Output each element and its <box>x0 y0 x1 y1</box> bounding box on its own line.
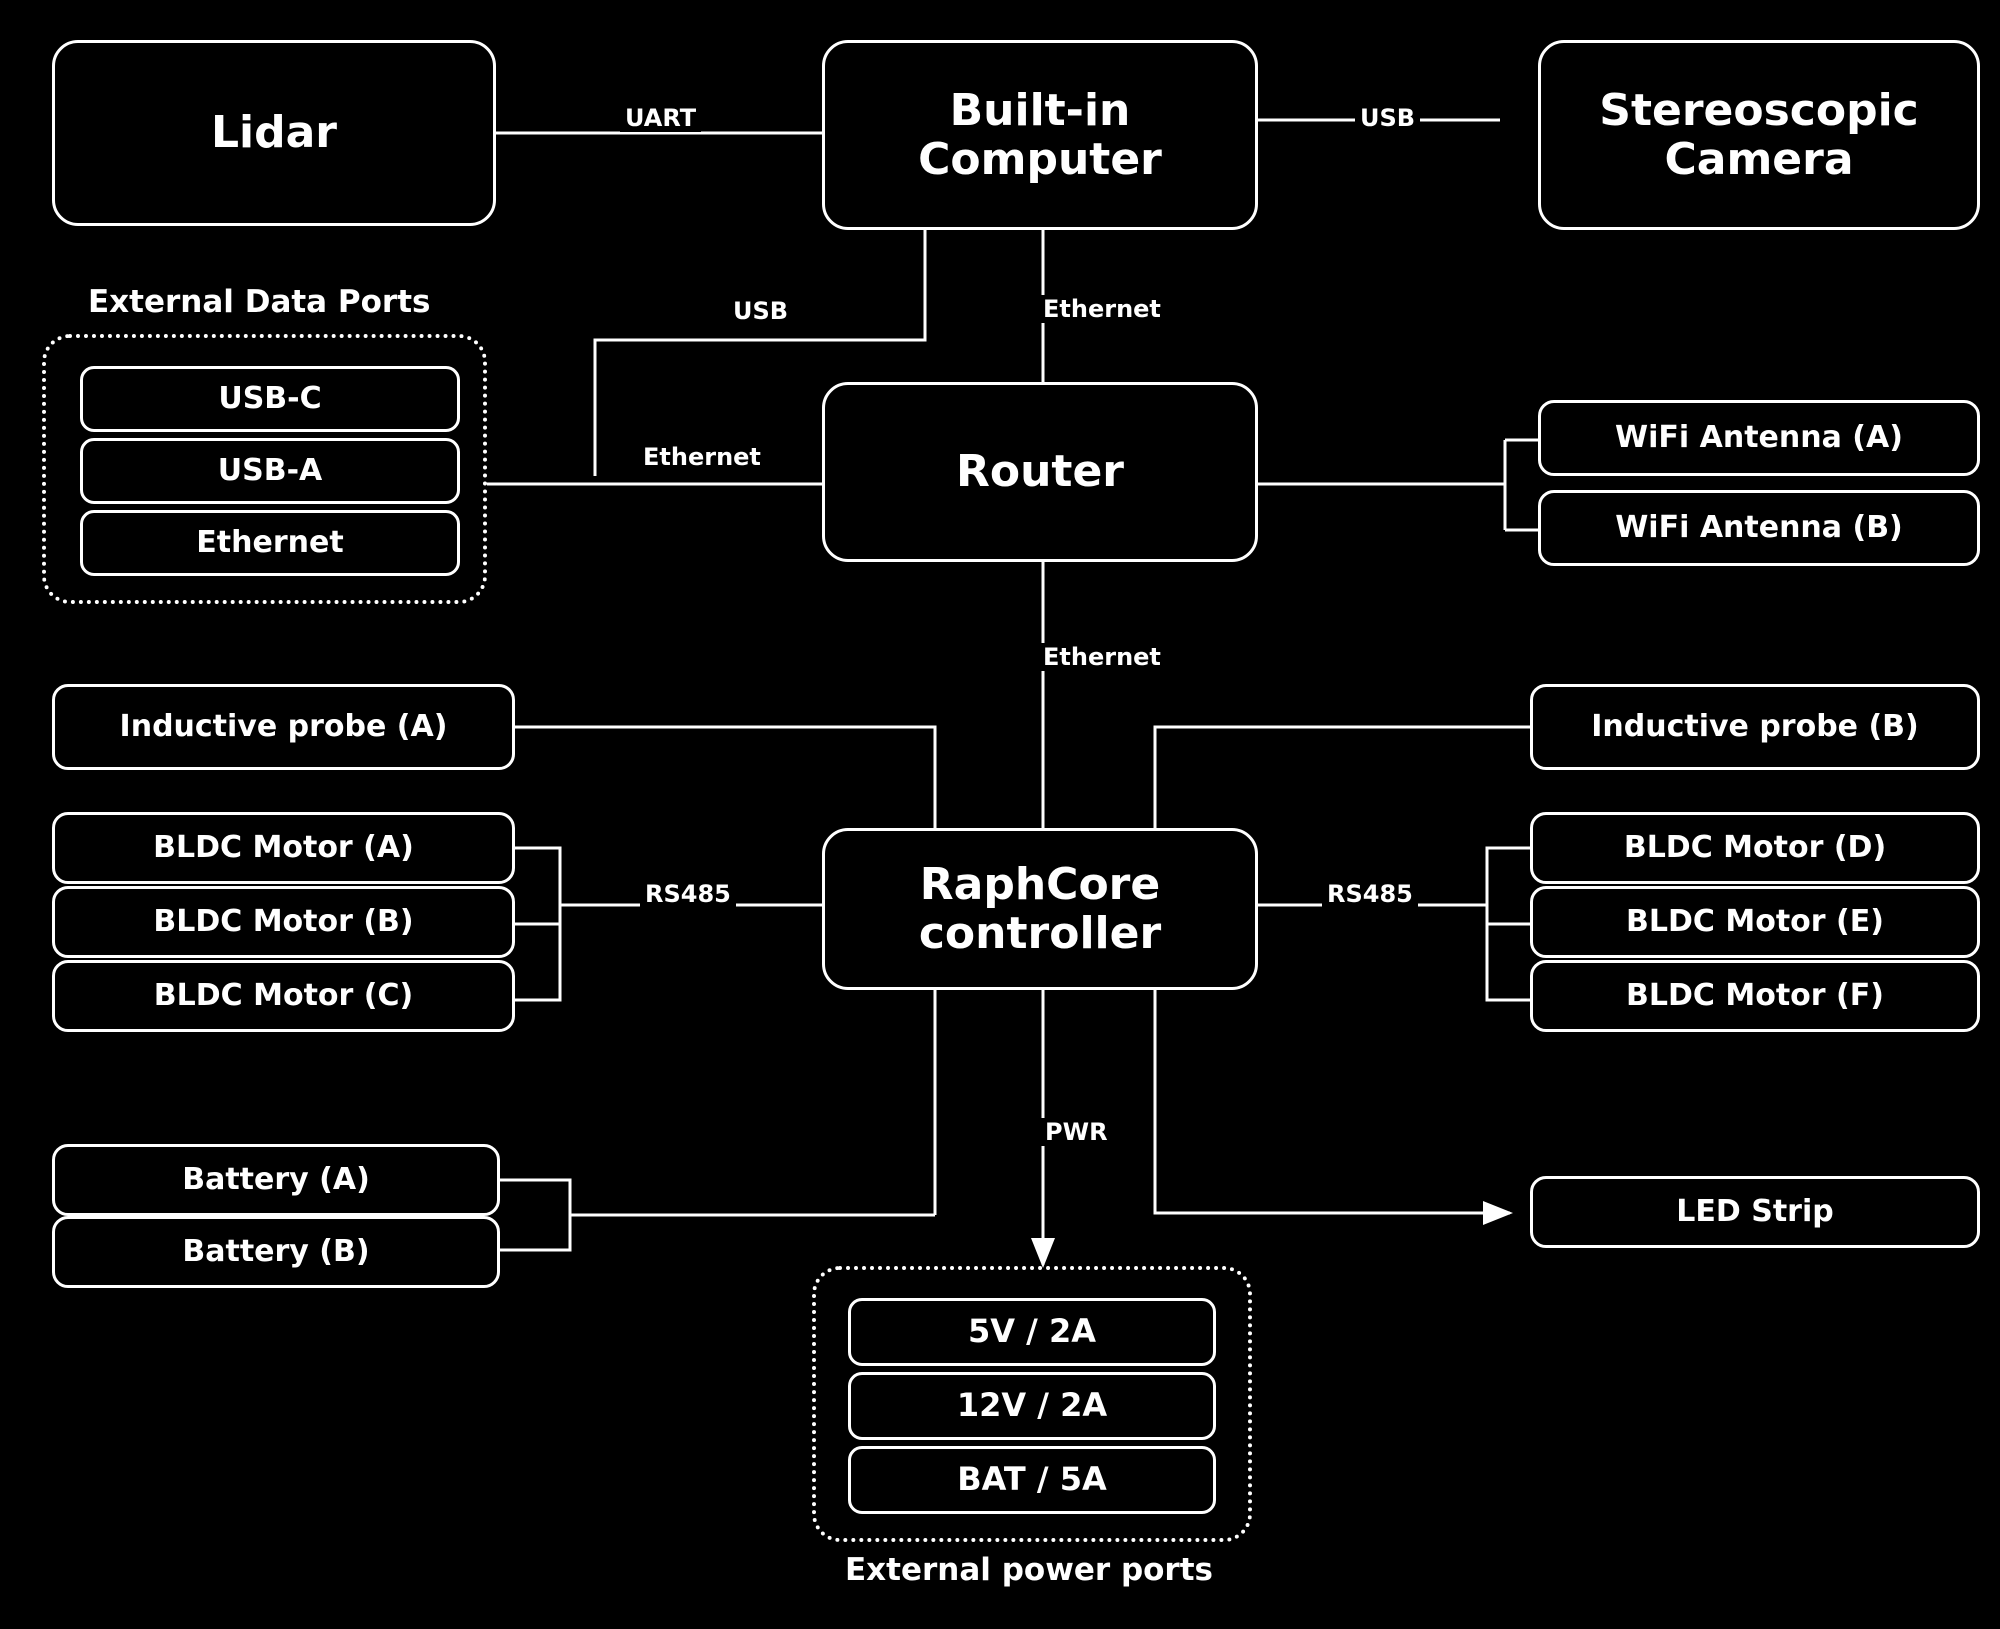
node-wifi-antenna-a-label: WiFi Antenna (A) <box>1615 420 1903 456</box>
edge-label-ethernet-router-controller: Ethernet <box>1038 643 1166 671</box>
port-ethernet-label: Ethernet <box>196 525 344 561</box>
node-bldc-motor-a-label: BLDC Motor (A) <box>153 830 414 866</box>
edge-label-uart: UART <box>620 104 702 132</box>
node-bldc-motor-c[interactable]: BLDC Motor (C) <box>52 960 515 1032</box>
port-usb-a[interactable]: USB-A <box>80 438 460 504</box>
wire-motors-right-bracket <box>1485 846 1530 1002</box>
node-raphcore-controller[interactable]: RaphCore controller <box>822 828 1258 990</box>
port-usb-c-label: USB-C <box>218 381 322 417</box>
node-led-strip-label: LED Strip <box>1676 1194 1834 1230</box>
node-bldc-motor-d[interactable]: BLDC Motor (D) <box>1530 812 1980 884</box>
node-stereoscopic-camera-label: Stereoscopic Camera <box>1599 84 1919 185</box>
wire-led-strip <box>1153 990 1513 1225</box>
power-port-5v-2a-label: 5V / 2A <box>967 1312 1097 1351</box>
edge-label-pwr: PWR <box>1040 1118 1113 1146</box>
node-bldc-motor-e-label: BLDC Motor (E) <box>1626 904 1884 940</box>
node-raphcore-controller-label: RaphCore controller <box>918 858 1162 959</box>
node-router-label: Router <box>955 446 1124 498</box>
node-bldc-motor-f-label: BLDC Motor (F) <box>1626 978 1884 1014</box>
edge-label-ethernet-dataports-router: Ethernet <box>638 443 766 471</box>
port-usb-a-label: USB-A <box>217 453 323 489</box>
wire-probe-a <box>515 725 937 828</box>
node-inductive-probe-a-label: Inductive probe (A) <box>119 709 448 745</box>
node-router[interactable]: Router <box>822 382 1258 562</box>
node-built-in-computer-label: Built-in Computer <box>918 84 1162 185</box>
node-inductive-probe-b[interactable]: Inductive probe (B) <box>1530 684 1980 770</box>
power-port-12v-2a[interactable]: 12V / 2A <box>848 1372 1216 1440</box>
edge-label-rs485-left: RS485 <box>640 880 736 908</box>
power-port-bat-5a-label: BAT / 5A <box>957 1460 1107 1499</box>
wire-probe-b <box>1153 725 1530 828</box>
port-ethernet[interactable]: Ethernet <box>80 510 460 576</box>
node-built-in-computer[interactable]: Built-in Computer <box>822 40 1258 230</box>
node-stereoscopic-camera[interactable]: Stereoscopic Camera <box>1538 40 1980 230</box>
power-port-12v-2a-label: 12V / 2A <box>956 1386 1108 1425</box>
node-bldc-motor-b[interactable]: BLDC Motor (B) <box>52 886 515 958</box>
node-bldc-motor-d-label: BLDC Motor (D) <box>1623 830 1887 866</box>
node-led-strip[interactable]: LED Strip <box>1530 1176 1980 1248</box>
edge-label-rs485-right: RS485 <box>1322 880 1418 908</box>
node-bldc-motor-e[interactable]: BLDC Motor (E) <box>1530 886 1980 958</box>
node-lidar[interactable]: Lidar <box>52 40 496 226</box>
node-battery-b[interactable]: Battery (B) <box>52 1216 500 1288</box>
node-wifi-antenna-b-label: WiFi Antenna (B) <box>1615 510 1903 546</box>
node-battery-b-label: Battery (B) <box>182 1234 370 1270</box>
edge-label-usb-camera: USB <box>1355 104 1421 132</box>
power-port-bat-5a[interactable]: BAT / 5A <box>848 1446 1216 1514</box>
edge-label-ethernet-computer-router: Ethernet <box>1038 295 1166 323</box>
node-inductive-probe-b-label: Inductive probe (B) <box>1591 709 1919 745</box>
power-port-5v-2a[interactable]: 5V / 2A <box>848 1298 1216 1366</box>
edge-label-usb-dataports: USB <box>728 297 794 325</box>
node-inductive-probe-a[interactable]: Inductive probe (A) <box>52 684 515 770</box>
node-bldc-motor-b-label: BLDC Motor (B) <box>153 904 414 940</box>
wire-battery-bracket <box>500 1178 572 1252</box>
external-data-ports-caption: External Data Ports <box>88 284 431 320</box>
node-bldc-motor-a[interactable]: BLDC Motor (A) <box>52 812 515 884</box>
node-wifi-antenna-b[interactable]: WiFi Antenna (B) <box>1538 490 1980 566</box>
wire-motors-left-bracket <box>515 846 562 1002</box>
node-wifi-antenna-a[interactable]: WiFi Antenna (A) <box>1538 400 1980 476</box>
node-bldc-motor-f[interactable]: BLDC Motor (F) <box>1530 960 1980 1032</box>
external-power-ports-group <box>812 1266 1252 1542</box>
node-lidar-label: Lidar <box>210 107 337 159</box>
node-bldc-motor-c-label: BLDC Motor (C) <box>153 978 414 1014</box>
node-battery-a-label: Battery (A) <box>182 1162 370 1198</box>
port-usb-c[interactable]: USB-C <box>80 366 460 432</box>
external-power-ports-caption: External power ports <box>845 1552 1213 1588</box>
external-data-ports-group <box>42 334 487 604</box>
node-battery-a[interactable]: Battery (A) <box>52 1144 500 1216</box>
